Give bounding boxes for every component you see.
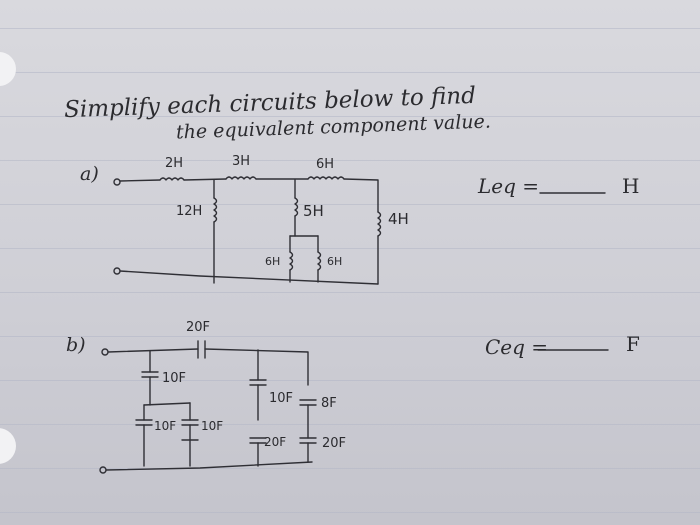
part-b-label: b): [66, 334, 86, 356]
terminal-node: [113, 267, 121, 275]
ruled-line: [0, 28, 700, 29]
wire: [107, 348, 199, 353]
terminal-node: [113, 178, 121, 186]
terminal-node: [99, 466, 107, 474]
wire: [143, 402, 191, 406]
capacitor-10f-center: [249, 379, 267, 386]
ruled-line: [0, 116, 700, 117]
wire: [343, 178, 379, 213]
label-2h: 2H: [165, 156, 184, 171]
ruled-line: [0, 160, 700, 161]
ceq-label: Ceq =: [485, 335, 549, 359]
label-6h-right: 6H: [327, 255, 343, 268]
wire: [204, 348, 309, 386]
label-10f-mid: 10F: [201, 419, 224, 433]
label-3h: 3H: [232, 154, 251, 169]
label-8f: 8F: [321, 396, 337, 411]
label-10f-lower: 10F: [154, 419, 177, 433]
label-5h: 5H: [303, 202, 324, 220]
label-6h-top: 6H: [316, 157, 335, 172]
ruled-line: [0, 248, 700, 249]
binder-hole: [0, 52, 16, 86]
label-10f-center: 10F: [269, 391, 294, 406]
capacitor-20f-series: [197, 340, 206, 359]
ceq-unit: F: [626, 332, 640, 356]
inductor-6h-left: [289, 251, 294, 271]
label-20f-series: 20F: [186, 320, 211, 335]
ruled-line: [0, 512, 700, 513]
binder-hole: [0, 428, 16, 464]
capacitor-8f: [299, 399, 317, 406]
inductor-5h: [294, 197, 299, 217]
part-a-label: a): [80, 163, 99, 185]
ruled-line: [0, 72, 700, 73]
inductor-2h: [159, 177, 185, 181]
inductor-3h: [225, 176, 257, 180]
capacitor-10f-upper: [141, 371, 159, 378]
ruled-line: [0, 292, 700, 293]
wire: [183, 178, 227, 181]
label-4h: 4H: [388, 210, 409, 228]
label-20f-right: 20F: [322, 436, 347, 451]
terminal-node: [101, 348, 109, 356]
inductor-12h: [213, 197, 218, 223]
wire: [119, 270, 379, 285]
wire: [105, 461, 313, 471]
capacitor-10f-mid: [181, 419, 199, 426]
inductor-6h-top: [307, 176, 345, 180]
label-6h-left: 6H: [265, 255, 281, 268]
label-10f-upper: 10F: [162, 371, 187, 386]
label-12h: 12H: [176, 204, 203, 219]
leq-unit: H: [622, 174, 640, 198]
ruled-line: [0, 336, 700, 337]
inductor-4h: [377, 211, 382, 237]
ruled-line: [0, 204, 700, 205]
ruled-line: [0, 424, 700, 425]
label-20f-center: 20F: [264, 435, 287, 449]
ruled-line: [0, 380, 700, 381]
wire: [119, 179, 161, 182]
leq-label: Leq =: [478, 174, 540, 198]
capacitor-20f-right: [299, 437, 317, 444]
ruled-line: [0, 468, 700, 469]
capacitor-10f-lower: [135, 419, 153, 426]
inductor-6h-right: [317, 251, 322, 271]
